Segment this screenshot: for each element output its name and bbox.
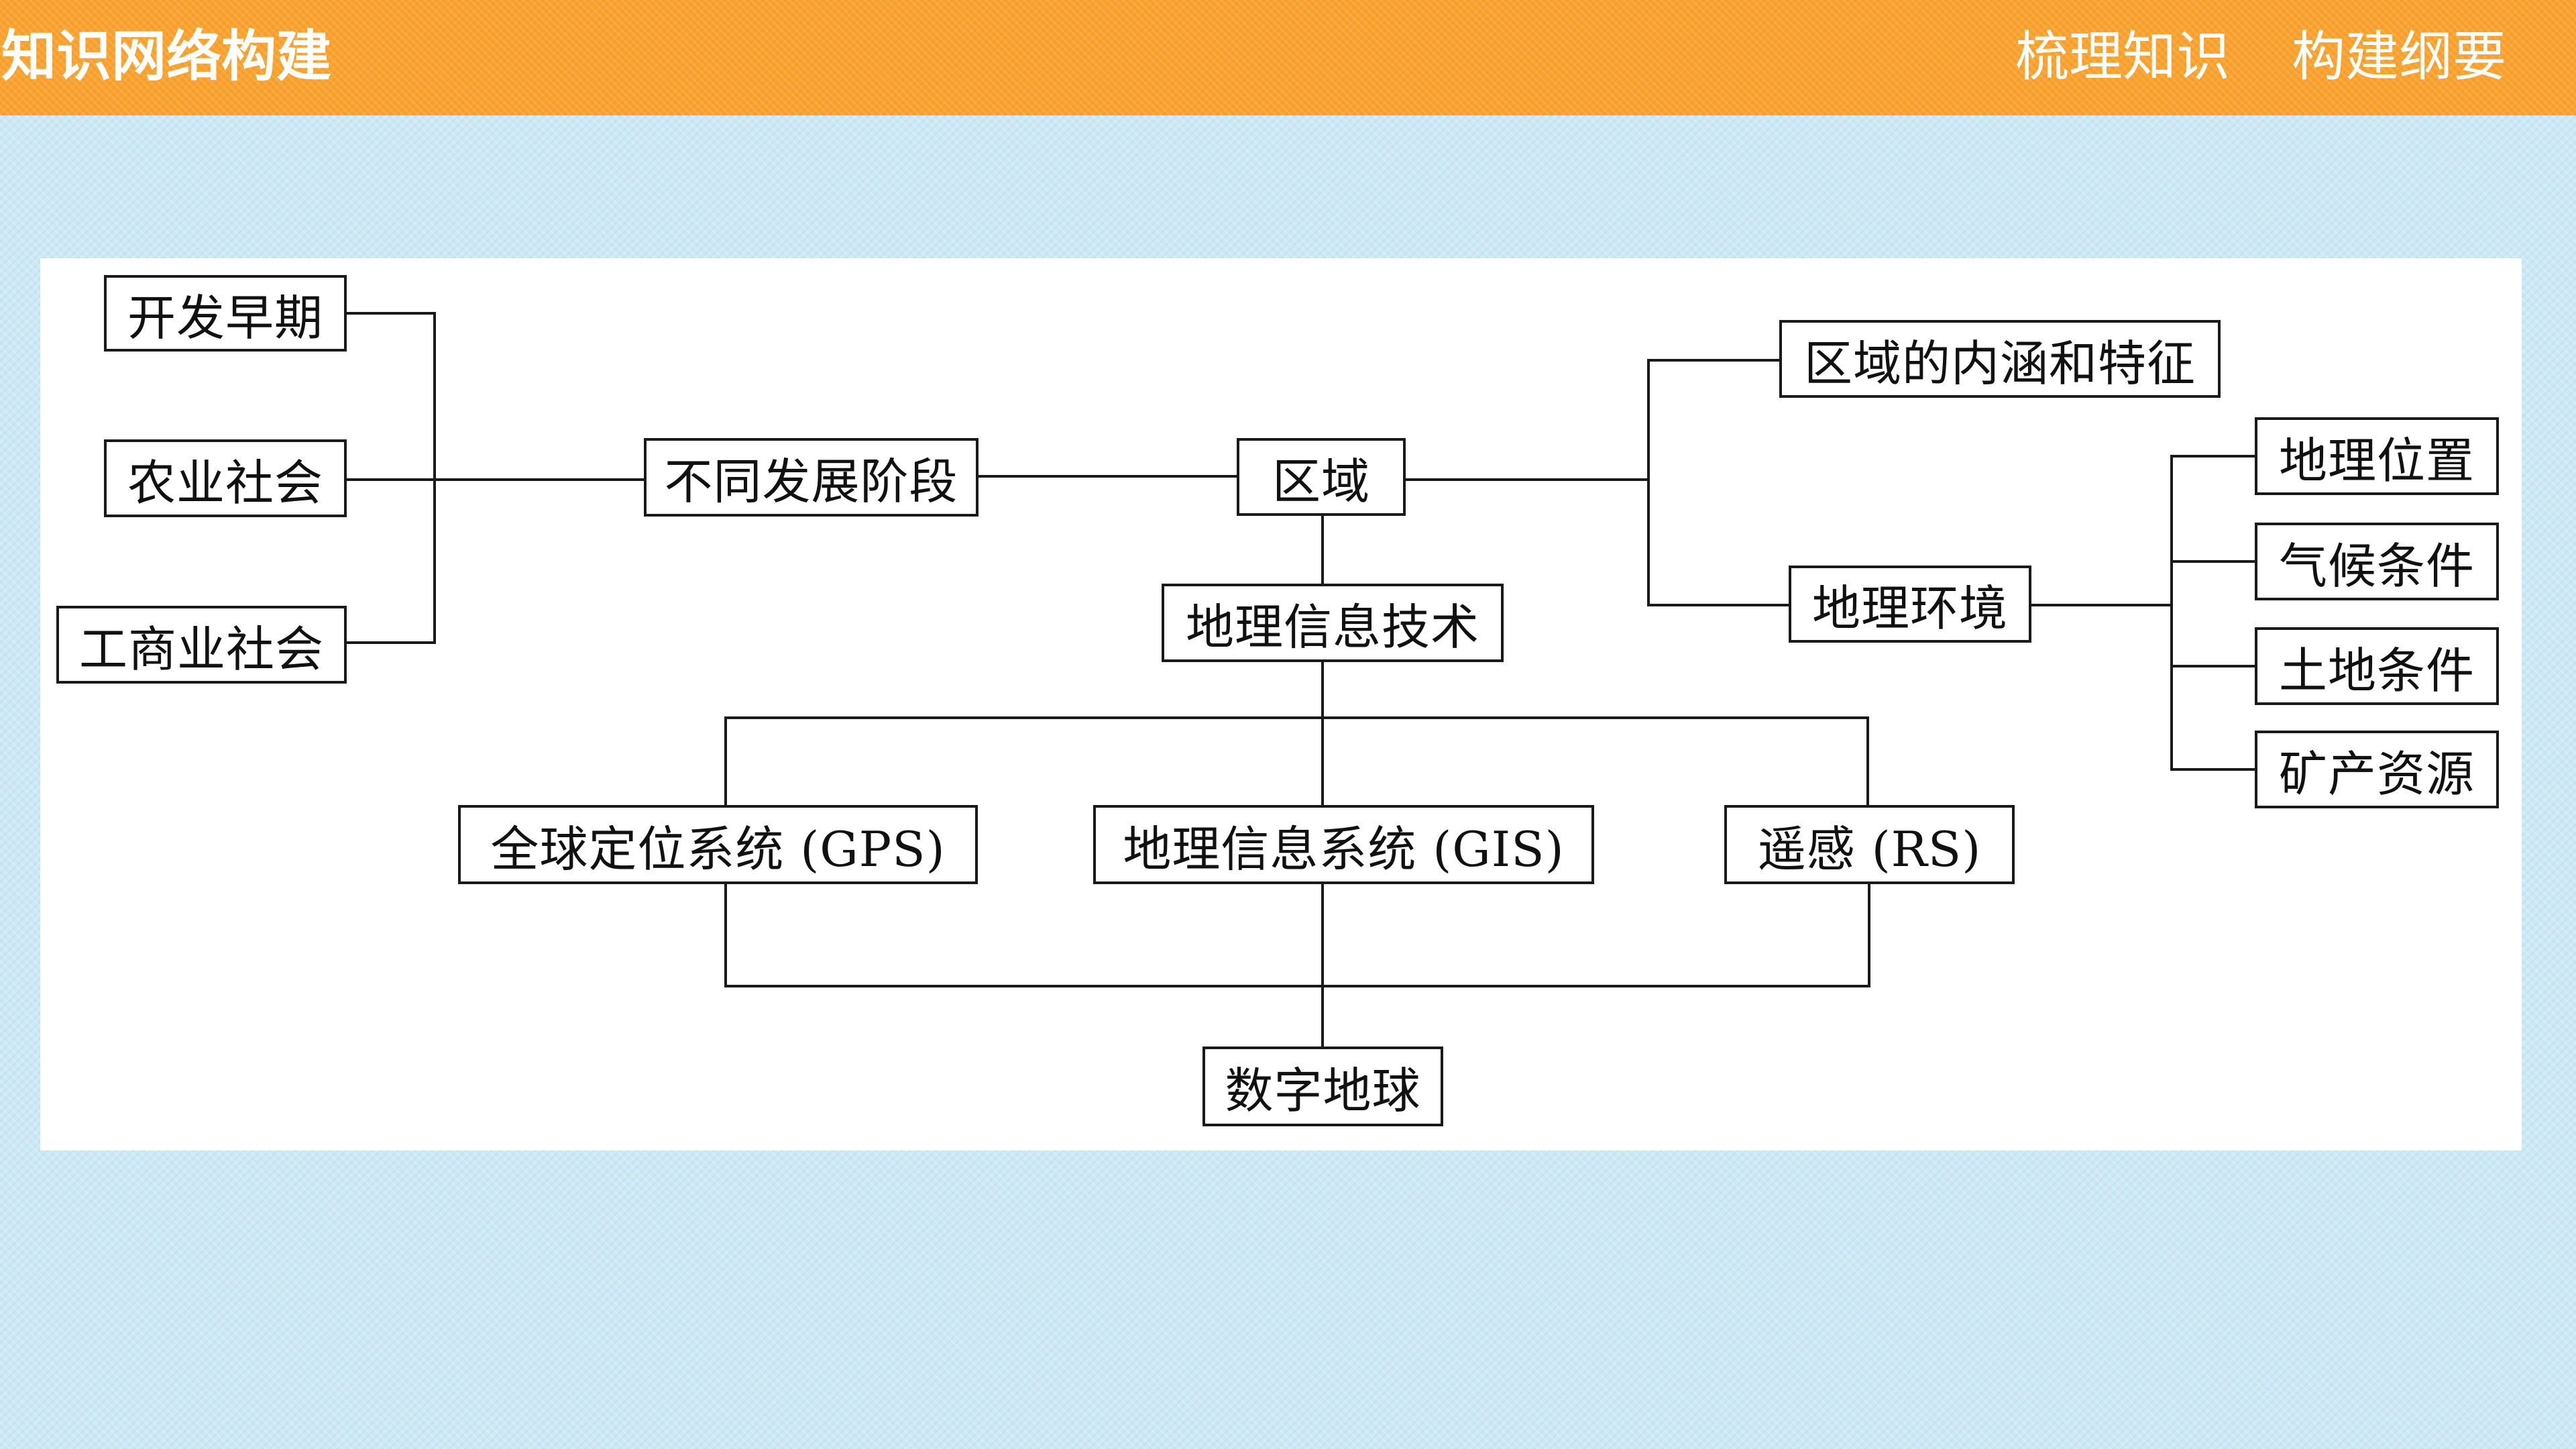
- subtitle-right: 构建纲要: [2292, 25, 2506, 88]
- node-early-development: 开发早期: [104, 275, 347, 352]
- node-geographic-environment: 地理环境: [1789, 566, 2031, 643]
- node-geographic-information-technology: 地理信息技术: [1162, 584, 1504, 662]
- subtitle-left: 梳理知识: [2015, 25, 2230, 88]
- node-agricultural-society: 农业社会: [104, 439, 347, 517]
- page-title: 知识网络构建: [1, 25, 332, 89]
- node-industrial-society: 工商业社会: [56, 606, 347, 684]
- node-climate-conditions: 气候条件: [2255, 523, 2499, 600]
- diagram-panel: [40, 258, 2522, 1150]
- header-bar: 知识网络构建 梳理知识构建纲要: [0, 0, 2576, 115]
- node-digital-earth: 数字地球: [1202, 1046, 1443, 1126]
- node-region-connotation: 区域的内涵和特征: [1779, 320, 2221, 398]
- node-geographic-location: 地理位置: [2255, 417, 2499, 495]
- node-development-stages: 不同发展阶段: [644, 438, 978, 517]
- node-gps: 全球定位系统 (GPS): [458, 805, 978, 884]
- node-region: 区域: [1237, 438, 1406, 516]
- node-gis: 地理信息系统 (GIS): [1093, 805, 1594, 884]
- node-mineral-resources: 矿产资源: [2255, 731, 2499, 808]
- node-remote-sensing: 遥感 (RS): [1724, 805, 2015, 884]
- node-land-conditions: 土地条件: [2255, 627, 2499, 705]
- header-subtitle: 梳理知识构建纲要: [2015, 20, 2506, 94]
